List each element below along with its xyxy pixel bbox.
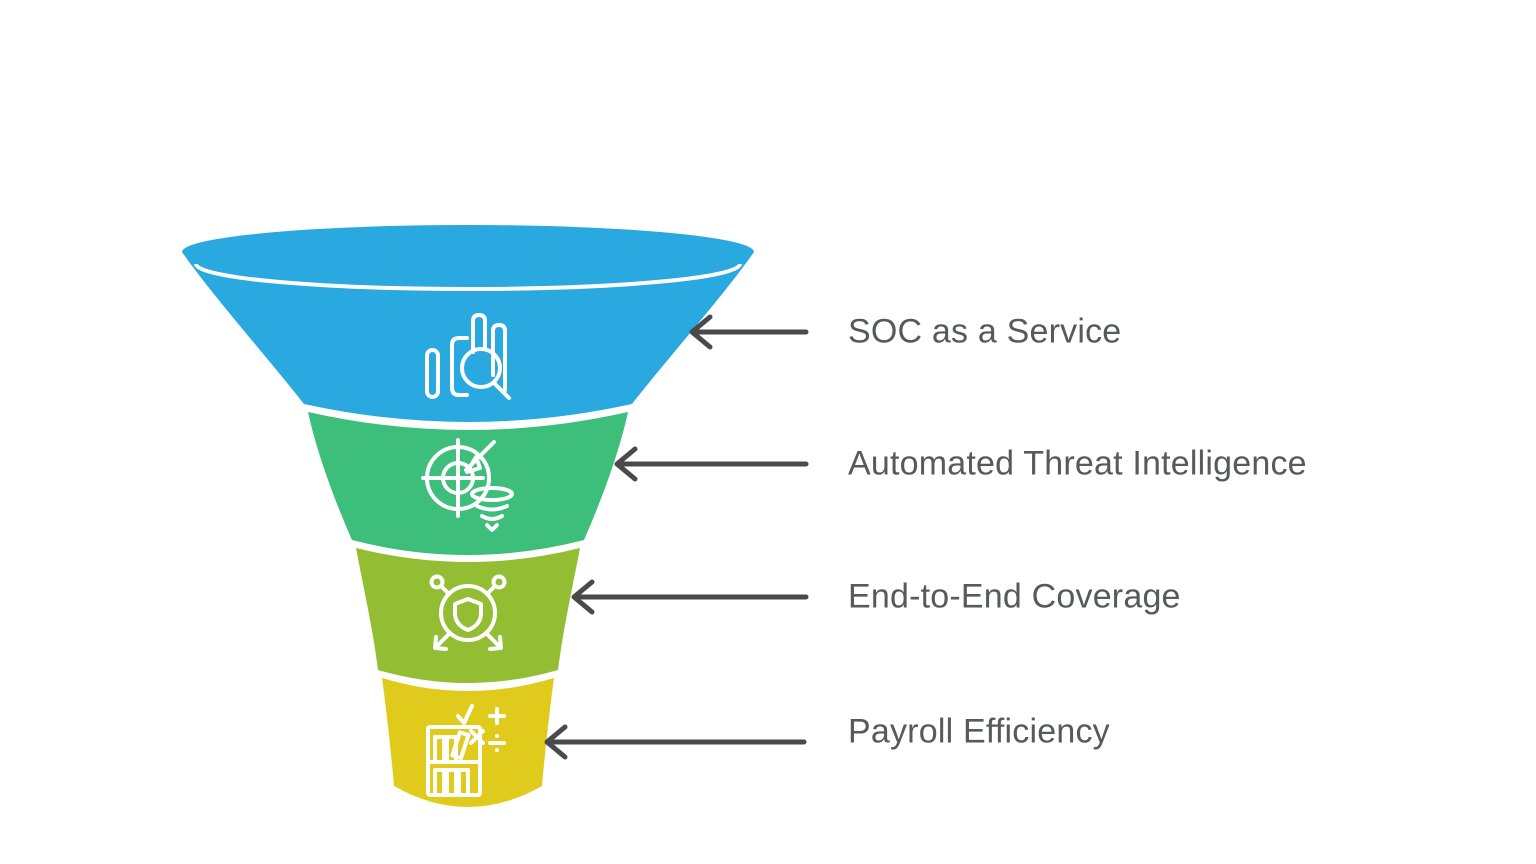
- level-3-arrow: [571, 579, 809, 615]
- level-1-arrow: [689, 314, 809, 350]
- shield-network-icon: [429, 574, 507, 651]
- funnel-rim-line: [194, 263, 742, 291]
- level-4-arrow: [544, 724, 807, 760]
- funnel-level-2-shape: [308, 412, 628, 555]
- radar-tornado-icon: [421, 438, 514, 532]
- funnel-level-3-shape: [356, 548, 580, 683]
- bookshelf-math-icon: [426, 704, 506, 797]
- level-4-label: Payroll Efficiency: [848, 712, 1110, 751]
- funnel-level-1-shape: [182, 225, 754, 422]
- level-1-label: SOC as a Service: [848, 312, 1122, 351]
- level-3-label: End-to-End Coverage: [848, 577, 1181, 616]
- bar-chart-search-icon: [425, 313, 511, 400]
- level-2-arrow: [614, 446, 809, 482]
- level-2-label: Automated Threat Intelligence: [848, 444, 1307, 483]
